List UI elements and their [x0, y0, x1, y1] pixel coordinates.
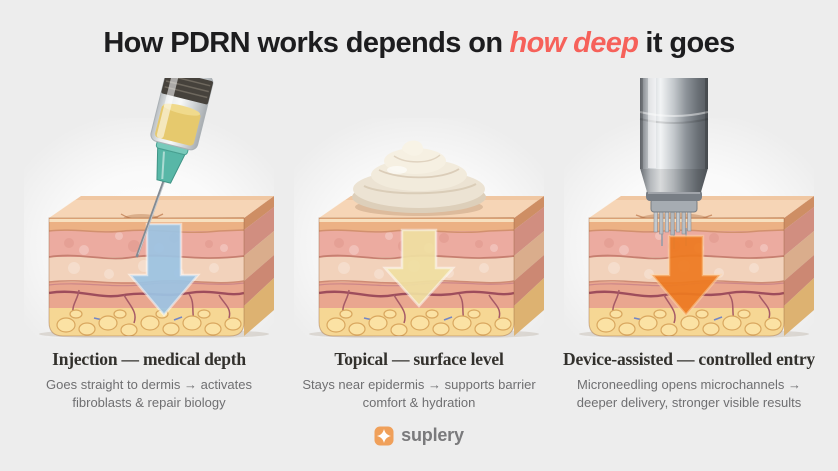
microneedling-device-illustration	[564, 78, 814, 338]
syringe-into-skin-illustration	[24, 78, 274, 338]
cream-on-skin-illustration	[294, 118, 544, 338]
panel-heading-topical: Topical — surface level	[334, 349, 504, 369]
panel-heading-injection: Injection — medical depth	[52, 349, 246, 369]
brand-name: suplery	[401, 425, 464, 446]
panel-row: Injection — medical depth Goes straight …	[0, 78, 838, 412]
panel-description-topical: Stays near epidermis → supports barrier …	[302, 377, 536, 411]
panel-description-injection: Goes straight to dermis → activates fibr…	[46, 377, 252, 411]
panel-topical: Topical — surface level Stays near epide…	[284, 78, 554, 412]
panel-description-device: Microneedling opens microchannels → deep…	[576, 377, 802, 411]
depth-arrow-shallow	[382, 228, 456, 308]
panel-injection: Injection — medical depth Goes straight …	[14, 78, 284, 412]
title-prefix: How PDRN works depends on	[103, 27, 503, 59]
depth-arrow-controlled	[649, 234, 723, 317]
brand-spark-icon	[374, 426, 394, 446]
brand-footer: suplery	[0, 425, 838, 446]
microneedling-device-icon	[639, 78, 709, 236]
syringe-icon	[135, 78, 214, 258]
title-highlight: how deep	[509, 27, 639, 59]
cream-dollop-icon	[352, 140, 486, 216]
panel-device-assisted: Device-assisted — controlled entry Micro…	[554, 78, 824, 412]
depth-arrow-deep	[127, 222, 201, 317]
panel-heading-device: Device-assisted — controlled entry	[563, 349, 815, 369]
title-suffix: it goes	[645, 27, 735, 59]
